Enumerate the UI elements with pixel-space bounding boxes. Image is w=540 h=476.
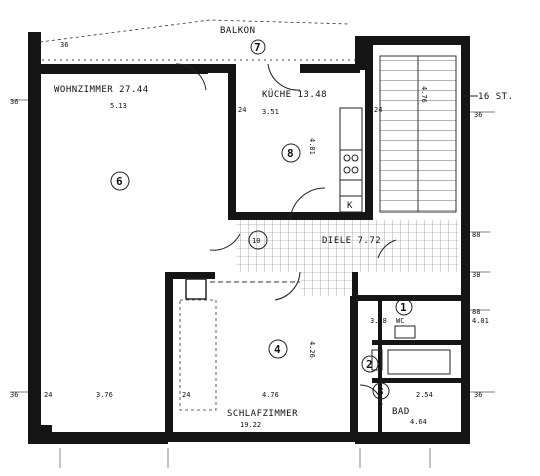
wc-fixture xyxy=(394,325,416,339)
svg-text:36: 36 xyxy=(474,391,482,399)
svg-text:4.76: 4.76 xyxy=(262,391,279,399)
room-label-wohnzimmer: WOHNZIMMER 27.44 xyxy=(54,85,149,95)
room-label-bad: BAD xyxy=(392,407,410,417)
interior-walls xyxy=(40,45,468,437)
room-label-diele: DIELE 7.72 xyxy=(322,236,381,246)
room-number-schlafzimmer: 4 xyxy=(274,343,281,356)
svg-text:88: 88 xyxy=(472,231,480,239)
stove-label: K xyxy=(347,201,353,211)
svg-text:88: 88 xyxy=(472,308,480,316)
room-number-wohnzimmer: 6 xyxy=(116,175,123,188)
svg-text:36: 36 xyxy=(474,111,482,119)
bathtub xyxy=(387,349,451,375)
room-number-bad: 3 xyxy=(377,385,384,398)
dim-kueche: 3.51 xyxy=(262,108,279,116)
svg-text:4.26: 4.26 xyxy=(308,341,316,358)
svg-text:36: 36 xyxy=(10,98,18,106)
room-number-kueche: 8 xyxy=(287,147,294,160)
outer-walls xyxy=(28,32,470,444)
svg-text:24: 24 xyxy=(182,391,190,399)
room-number-balkon: 7 xyxy=(254,41,261,54)
room-label-schlafzimmer: SCHLAFZIMMER xyxy=(227,409,298,419)
svg-text:2.54: 2.54 xyxy=(416,391,433,399)
diele-floor-lower xyxy=(300,240,352,296)
room-label-kueche: KÜCHE 13.48 xyxy=(262,89,327,100)
dim-wohnzimmer: 5.13 xyxy=(110,102,127,110)
area-schlafzimmer: 19.22 xyxy=(240,421,261,429)
balcony-edge xyxy=(39,19,351,43)
room-label-wc: WC xyxy=(396,317,404,325)
washbasin xyxy=(371,349,383,371)
room-number-2: 2 xyxy=(366,358,373,371)
room-number-wc: 1 xyxy=(400,301,407,314)
svg-text:36: 36 xyxy=(60,41,68,49)
bedroom-cabinet xyxy=(185,278,207,300)
room-number-diele: 10 xyxy=(252,237,260,245)
svg-text:36: 36 xyxy=(10,391,18,399)
staircase-label: 16 ST. xyxy=(478,92,514,102)
svg-text:3.76: 3.76 xyxy=(96,391,113,399)
dimension-ticks xyxy=(10,99,495,468)
svg-text:4.76: 4.76 xyxy=(420,86,428,103)
area-bad: 4.64 xyxy=(410,418,427,426)
svg-text:24: 24 xyxy=(44,391,52,399)
area-wc: 3.28 xyxy=(370,317,387,325)
svg-text:38: 38 xyxy=(472,271,480,279)
svg-text:24: 24 xyxy=(374,106,382,114)
svg-text:24: 24 xyxy=(238,106,246,114)
door-swings xyxy=(175,63,397,406)
dimension-labels: 36 36 36 36 36 4.76 4.01 4.01 4.26 4.76 … xyxy=(10,41,489,399)
room-label-balkon: BALKON xyxy=(220,26,256,36)
svg-text:4.01: 4.01 xyxy=(308,138,316,155)
svg-text:4.01: 4.01 xyxy=(472,317,489,325)
